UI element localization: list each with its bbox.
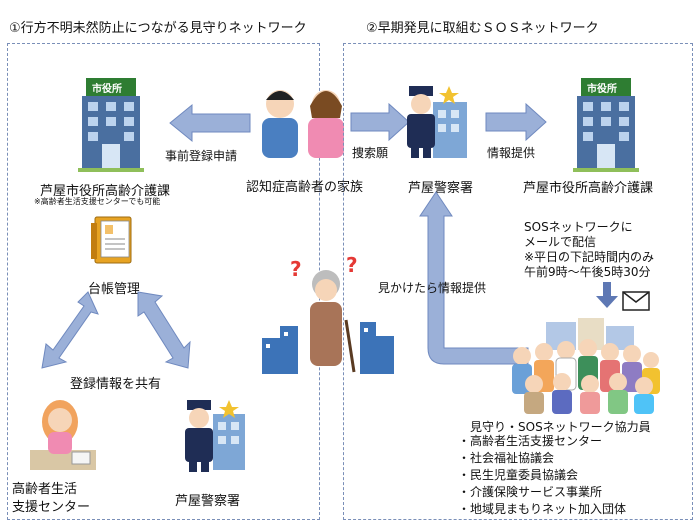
mail-down-arrow	[596, 282, 618, 308]
city-office-note: ※高齢者生活支援センターでも可能	[34, 197, 161, 206]
city-office-building-left-icon	[78, 78, 144, 172]
mail-notice: SOSネットワークに メールで配信 ※平日の下記時間内のみ 午前9時～午後5時3…	[524, 220, 654, 280]
share-label: 登録情報を共有	[70, 377, 162, 392]
left-panel-title: ①行方不明未然防止につながる見守りネットワーク	[9, 21, 307, 36]
ledger-label: 台帳管理	[88, 282, 141, 297]
envelope-icon	[622, 291, 650, 311]
police-label-right: 芦屋警察署	[408, 181, 474, 196]
svg-text:?: ?	[346, 253, 358, 277]
mail-notice-line: メールで配信	[524, 235, 597, 249]
police-officer-icon-left	[185, 400, 245, 472]
report-return-arrow	[419, 191, 529, 365]
city-office-building-right-icon	[573, 78, 639, 172]
family-icon	[262, 90, 344, 158]
share-arrow-left	[41, 291, 99, 369]
search-request-label: 捜索願	[352, 146, 389, 160]
right-panel-title: ②早期発見に取組むＳＯＳネットワーク	[366, 21, 599, 36]
member-item: 介護保険サービス事業所	[458, 484, 626, 501]
report-label: 見かけたら情報提供	[378, 281, 487, 295]
registration-arrow-label: 事前登録申請	[165, 149, 238, 163]
member-item: 地域見まもりネット加入団体	[458, 501, 626, 518]
community-crowd-icon	[512, 318, 660, 414]
police-station-icon-right	[407, 86, 467, 158]
mail-notice-line: SOSネットワークに	[524, 220, 633, 234]
mail-notice-line: 午前9時～午後5時30分	[524, 265, 651, 279]
member-item: 高齢者生活支援センター	[458, 433, 626, 450]
support-center-label-2: 支援センター	[12, 500, 91, 515]
member-item: 社会福祉協議会	[458, 450, 626, 467]
city-office-sign-left: 市役所	[92, 84, 122, 95]
share-arrow-right	[137, 291, 191, 369]
elderly-person-icon: ? ?	[262, 253, 394, 374]
member-item: 民生児童委員協議会	[458, 467, 626, 484]
support-center-staff-icon	[30, 400, 96, 470]
registration-arrow	[169, 103, 251, 143]
right-panel	[343, 43, 693, 520]
members-list: 高齢者生活支援センター 社会福祉協議会 民生児童委員協議会 介護保険サービス事業…	[458, 433, 626, 518]
info-provide-arrow	[485, 102, 547, 142]
city-office-label-right: 芦屋市役所高齢介護課	[523, 181, 654, 196]
ledger-binder-icon	[91, 216, 132, 264]
members-title: 見守り・SOSネットワーク協力員	[470, 420, 651, 434]
police-label-left: 芦屋警察署	[175, 494, 241, 509]
mail-notice-line: ※平日の下記時間内のみ	[524, 250, 655, 264]
city-office-label-left: 芦屋市役所高齢介護課	[40, 184, 171, 199]
city-office-sign-right: 市役所	[587, 84, 617, 95]
search-request-arrow	[350, 102, 410, 142]
support-center-label-1: 高齢者生活	[12, 482, 78, 497]
info-provide-label: 情報提供	[487, 146, 536, 160]
family-label: 認知症高齢者の家族	[246, 180, 364, 195]
svg-text:?: ?	[290, 257, 302, 281]
